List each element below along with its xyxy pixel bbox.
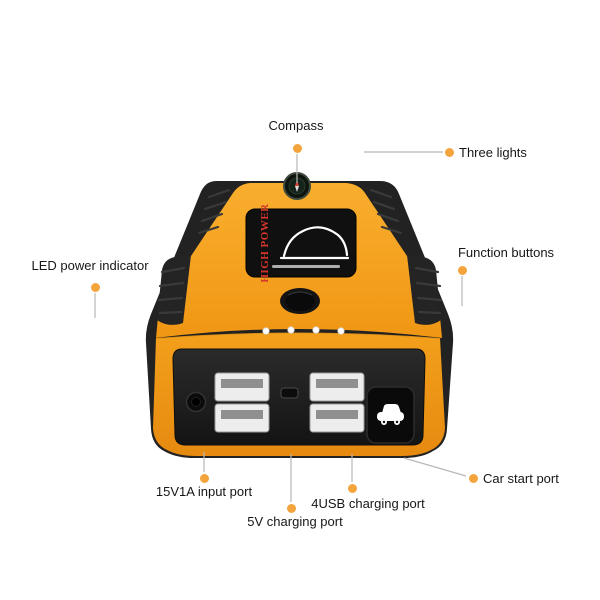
face-edge — [155, 331, 441, 339]
usb-port — [214, 372, 270, 402]
right-grip — [407, 255, 441, 325]
micro-usb-port — [280, 387, 299, 399]
input-port-label: 15V1A input port — [155, 484, 253, 499]
car-start-port-callout-line — [403, 457, 467, 477]
car-start-port-label: Car start port — [483, 471, 559, 486]
function-buttons-callout-dot — [457, 265, 467, 275]
callout-lines — [94, 151, 467, 502]
grip-ribs — [157, 188, 443, 315]
car-start-port — [366, 386, 415, 444]
function-button — [280, 288, 320, 314]
led-indicators — [262, 326, 345, 335]
small-print — [272, 265, 340, 268]
usb-port — [309, 403, 365, 433]
usb-port — [214, 403, 270, 433]
three-lights-callout-dot — [444, 147, 454, 157]
usb-ports — [214, 372, 365, 433]
car-silhouette-art — [279, 226, 350, 260]
port-panel — [172, 348, 426, 446]
brand-label: HIGH POWER — [245, 203, 357, 283]
usb-charging-port-label: 4USB charging port — [311, 496, 425, 511]
usb-port — [309, 372, 365, 402]
compass-icon — [283, 172, 311, 200]
led-power-indicator-label: LED power indicator — [31, 258, 149, 273]
car-start-port-callout-dot — [468, 473, 478, 483]
led-indicator-callout-dot — [90, 282, 100, 292]
input-jack — [185, 391, 207, 413]
usb-port-callout-dot — [347, 483, 357, 493]
car-icon — [377, 404, 404, 425]
compass-label: Compass — [268, 118, 324, 133]
function-buttons-label: Function buttons — [457, 245, 555, 260]
three-lights-label: Three lights — [459, 145, 527, 160]
input-port-callout-dot — [199, 473, 209, 483]
compass-callout-dot — [292, 143, 302, 153]
brand-text: HIGH POWER — [259, 203, 271, 283]
five-v-port-callout-dot — [286, 503, 296, 513]
five-v-charging-port-label: 5V charging port — [247, 514, 343, 529]
